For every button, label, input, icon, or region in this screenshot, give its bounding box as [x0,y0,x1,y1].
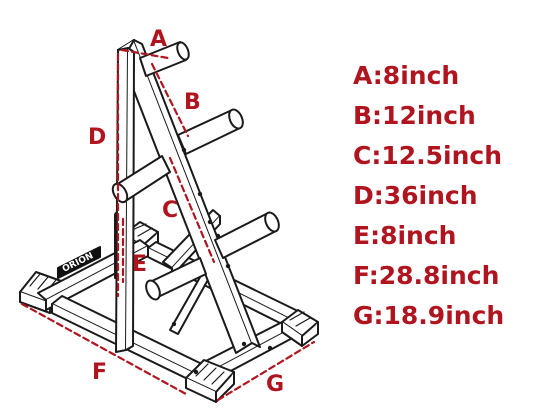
dimension-line-b [150,62,190,138]
label-c: C [162,198,179,223]
dimension-spec-list: A:8inch B:12inch C:12.5inch D:36inch E:8… [353,56,504,336]
spec-b: B:12inch [353,101,476,130]
spec-g: G:18.9inch [353,301,505,330]
spec-d: D:36inch [353,181,478,210]
spec-e: E:8inch [353,221,457,250]
label-f: F [92,360,108,385]
label-g: G [266,372,285,397]
spec-c: C:12.5inch [353,141,503,170]
middle-horn [111,155,171,204]
upper-horn [177,108,244,155]
top-horn [139,41,190,77]
bolt-holes [171,147,273,375]
lower-horn [214,211,280,259]
dimension-line-c [168,156,216,264]
dimension-line-a [120,48,170,60]
dimension-line-g [216,340,316,402]
label-a: A [150,27,168,52]
dimension-line-f [20,302,188,396]
bottom-horn [145,257,207,301]
front-left-foot [185,359,235,403]
spec-a: A:8inch [353,61,460,90]
front-right-foot [281,309,319,347]
plate-tree-drawing: ORION [19,39,319,403]
label-e: E [132,252,148,277]
spec-f: F:28.8inch [353,261,500,290]
label-b: B [184,90,201,115]
label-d: D [88,125,107,150]
